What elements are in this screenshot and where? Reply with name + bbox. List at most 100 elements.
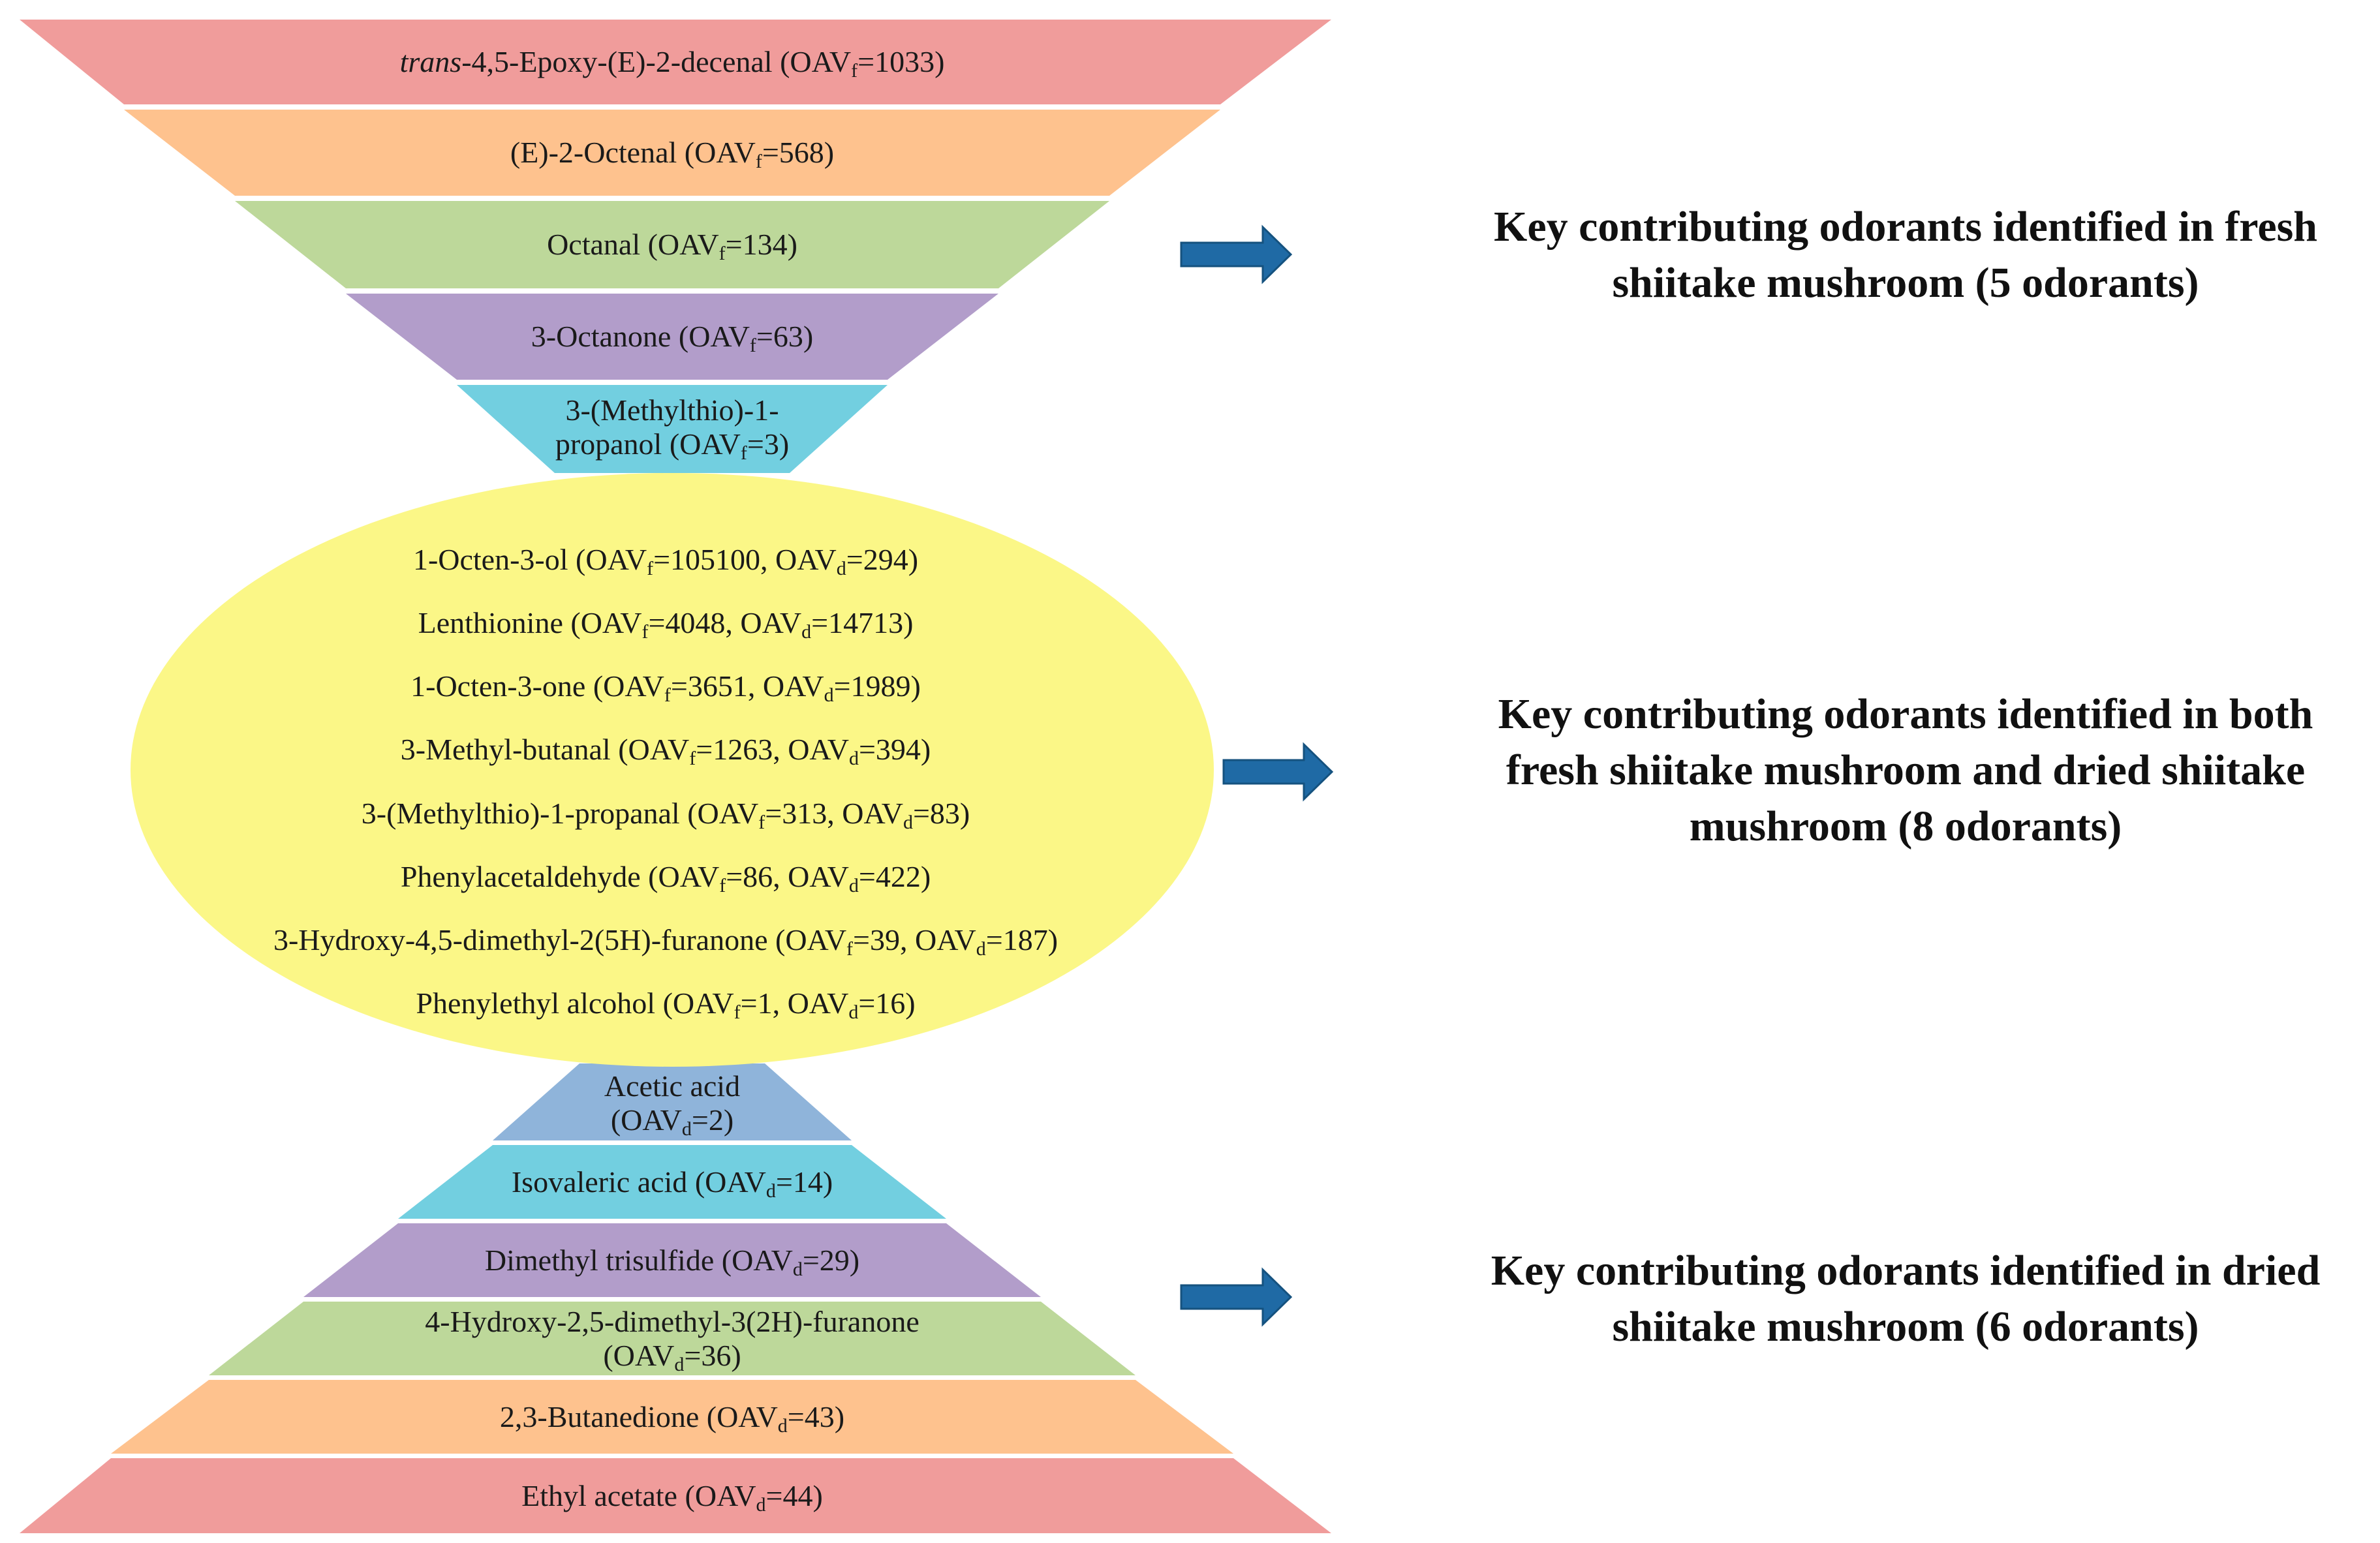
shared-odorant-list: 1-Octen-3-ol (OAVf=105100, OAVd=294) Len… <box>196 540 1136 1023</box>
oav-label: OAV <box>732 1243 793 1277</box>
oav-value: 1 <box>757 986 773 1020</box>
oav-subscript: f <box>734 1001 741 1023</box>
odorant-line: 1-Octen-3-ol (OAVf=105100, OAVd=294) <box>413 540 918 579</box>
oav-values: (OAVf=134) <box>647 228 797 264</box>
oav-values: (OAVf=3651, OAVd=1989) <box>593 669 921 707</box>
band-dried-label-4: 4-Hydroxy-2,5-dimethyl-3(2H)-furanone(OA… <box>209 1302 1136 1375</box>
odorant-name: 3-(Methylthio)-1-propanal <box>361 796 688 830</box>
oav-label: OAV <box>585 543 647 576</box>
summary-both-line-1: Key contributing odorants identified in … <box>1498 690 2313 738</box>
oav-subscript: f <box>664 684 671 707</box>
odorant-name: 3-Octanone <box>531 320 679 353</box>
odorant-line: 3-Hydroxy-4,5-dimethyl-2(5H)-furanone (O… <box>273 921 1058 960</box>
oav-value: 16 <box>875 986 906 1020</box>
oav-label: OAV <box>717 1399 778 1433</box>
shared-odorant-item: Phenylacetaldehyde (OAVf=86, OAVd=422) <box>401 857 931 896</box>
oav-label: OAV <box>621 1103 682 1137</box>
odorant-name: Phenylacetaldehyde <box>400 859 649 893</box>
summary-dried-line-2: shiitake mushroom (6 odorants) <box>1612 1303 2199 1351</box>
oav-subscript: d <box>976 938 986 960</box>
odorant-name: (E)-2-Octenal <box>510 136 685 169</box>
odorant-line: Lenthionine (OAVf=4048, OAVd=14713) <box>418 603 914 643</box>
band-dried-3 <box>303 1223 1041 1297</box>
oav-label: OAV <box>915 923 976 956</box>
oav-subscript: d <box>848 1001 859 1023</box>
odorant-name-line: 3-(Methylthio)-1- <box>565 393 779 427</box>
odorant-line: (OAVd=36) <box>603 1338 741 1375</box>
odorant-name: Ethyl acetate <box>521 1478 685 1512</box>
oav-subscript: d <box>903 811 913 833</box>
oav-label: OAV <box>788 859 849 893</box>
oav-value: 3 <box>764 427 779 461</box>
oav-subscript: f <box>846 938 854 960</box>
odorant-name: -4,5-Epoxy-(E)-2-decenal <box>461 45 780 78</box>
band-fresh-label-2: (E)-2-Octenal (OAVf=568) <box>235 110 1109 196</box>
shared-odorant-item: Phenylethyl alcohol (OAVf=1, OAVd=16) <box>416 984 915 1023</box>
oav-values: (OAVf=39, OAVd=187) <box>775 923 1059 960</box>
oav-values: (OAVd=44) <box>685 1478 823 1516</box>
arrow-fresh <box>1180 224 1293 284</box>
band-dried-label-6: Ethyl acetate (OAVd=44) <box>111 1458 1233 1533</box>
oav-subscript: d <box>848 748 859 770</box>
oav-values: (OAVf=63) <box>678 320 814 356</box>
shared-odorant-item: 3-(Methylthio)-1-propanal (OAVf=313, OAV… <box>362 794 970 833</box>
odorant-line: Isovaleric acid (OAVd=14) <box>512 1165 833 1201</box>
oav-value: 1989 <box>850 669 911 703</box>
oav-label: OAV <box>694 1478 756 1512</box>
odorant-name: 2,3-Butanedione <box>499 1399 707 1433</box>
odorant-line: 3-Octanone (OAVf=63) <box>531 320 814 356</box>
oav-subscript: d <box>756 1493 766 1516</box>
oav-values: (OAVf=86, OAVd=422) <box>648 859 931 896</box>
oav-label: OAV <box>740 606 802 640</box>
oav-value: 36 <box>701 1338 732 1372</box>
odorant-line: trans-4,5-Epoxy-(E)-2-decenal (OAVf=1033… <box>400 45 945 82</box>
oav-value: 3651 <box>687 669 748 703</box>
band-fresh-label-5: 3-(Methylthio)-1-propanol (OAVf=3) <box>509 386 835 468</box>
oav-value: 4048 <box>665 606 726 640</box>
summary-both-line-3: mushroom (8 odorants) <box>1689 802 2122 850</box>
shared-odorant-item: 1-Octen-3-ol (OAVf=105100, OAVd=294) <box>413 540 918 579</box>
odorant-line: 2,3-Butanedione (OAVd=43) <box>499 1399 845 1437</box>
odorant-line: Phenylacetaldehyde (OAVf=86, OAVd=422) <box>401 857 931 896</box>
odorant-line: Phenylethyl alcohol (OAVf=1, OAVd=16) <box>416 984 915 1023</box>
odorant-name: 1-Octen-3-ol <box>412 543 576 576</box>
band-dried-4 <box>209 1302 1136 1375</box>
band-fresh-label-1: trans-4,5-Epoxy-(E)-2-decenal (OAVf=1033… <box>124 20 1220 104</box>
shared-odorant-item: 3-Hydroxy-4,5-dimethyl-2(5H)-furanone (O… <box>273 921 1058 960</box>
oav-subscript: d <box>777 1414 788 1437</box>
oav-subscript: d <box>674 1353 685 1375</box>
oav-label: OAV <box>613 1338 675 1372</box>
oav-value: 43 <box>804 1399 835 1433</box>
oav-subscript: d <box>824 684 834 707</box>
oav-subscript: d <box>836 558 846 579</box>
band-dried-label-3: Dimethyl trisulfide (OAVd=29) <box>303 1223 1041 1297</box>
oav-subscript: f <box>719 243 726 264</box>
oav-values: (OAVf=3) <box>669 427 790 464</box>
oav-subscript: d <box>681 1118 692 1140</box>
oav-value: 394 <box>875 733 921 767</box>
oav-values: (OAVd=43) <box>706 1399 845 1437</box>
oav-label: OAV <box>603 669 664 703</box>
oav-subscript: f <box>755 151 762 172</box>
oav-value: 294 <box>863 543 908 576</box>
summary-dried: Key contributing odorants identified in … <box>1442 1243 2369 1355</box>
band-fresh-label-4: 3-Octanone (OAVf=63) <box>457 294 888 380</box>
oav-subscript: f <box>851 60 858 82</box>
oav-subscript: d <box>848 874 859 896</box>
band-fresh-1 <box>20 20 1331 104</box>
oav-label: OAV <box>775 543 837 576</box>
oav-value: 39 <box>870 923 900 956</box>
oav-label: OAV <box>628 733 690 767</box>
oav-values: (OAVf=1, OAVd=16) <box>662 986 916 1023</box>
oav-values: (OAVf=4048, OAVd=14713) <box>570 606 914 643</box>
odorant-line: propanol (OAVf=3) <box>555 427 790 464</box>
oav-value: 105100 <box>670 543 761 576</box>
oav-label: OAV <box>785 923 847 956</box>
odorant-line: 3-Methyl-butanal (OAVf=1263, OAVd=394) <box>401 730 931 769</box>
band-fresh-2 <box>124 110 1220 196</box>
oav-value: 187 <box>1002 923 1048 956</box>
oav-label: OAV <box>657 228 719 261</box>
summary-fresh-line-1: Key contributing odorants identified in … <box>1493 203 2318 251</box>
oav-label: OAV <box>672 986 734 1020</box>
oav-subscript: d <box>801 621 812 643</box>
